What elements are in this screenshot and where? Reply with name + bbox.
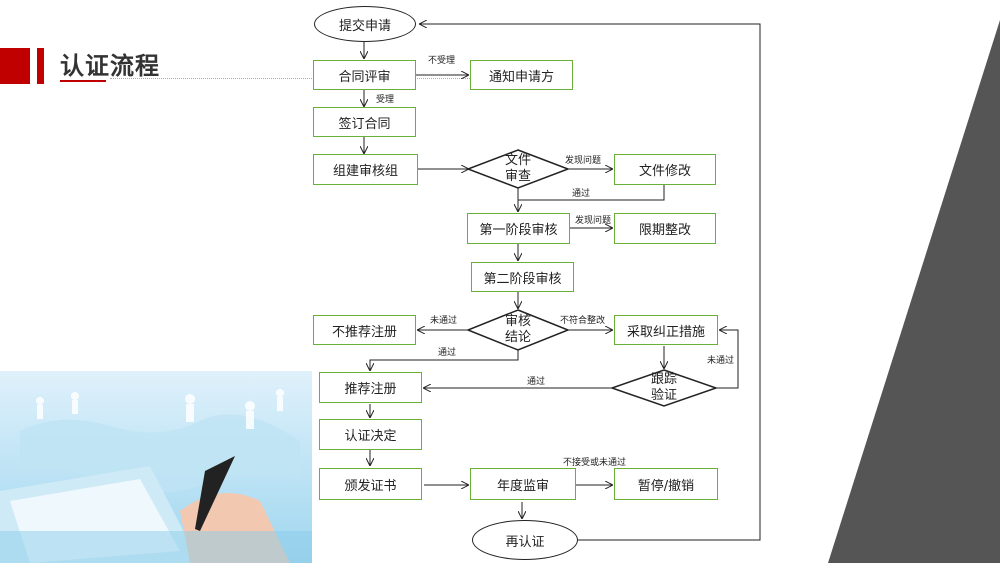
node-notify: 通知申请方	[470, 60, 573, 90]
node-contract-review: 合同评审	[313, 60, 416, 90]
label-pass-1: 通过	[572, 189, 591, 199]
node-annual: 年度监审	[470, 468, 576, 500]
title-accent-bar-small	[37, 48, 44, 84]
label-not-accept-or-pass: 不接受或未通过	[563, 458, 627, 468]
page-title: 认证流程	[60, 52, 160, 80]
label-accepted: 受理	[376, 95, 395, 105]
label-not-pass-2: 未通过	[707, 356, 735, 366]
node-doc-modify: 文件修改	[614, 154, 716, 185]
node-corrective: 采取纠正措施	[614, 315, 718, 345]
node-form-team: 组建审核组	[313, 154, 418, 185]
conclusion-diamond	[465, 309, 571, 351]
label-found-issue-2: 发现问题	[575, 216, 612, 226]
node-submit: 提交申请	[314, 6, 416, 42]
node-not-recommend: 不推荐注册	[313, 315, 416, 345]
title-underline	[60, 80, 106, 82]
title-accent-bar	[0, 48, 30, 84]
node-sign: 签订合同	[313, 107, 416, 137]
track-verify-diamond	[609, 369, 719, 407]
node-cert-decision: 认证决定	[319, 419, 422, 450]
node-conclusion: 审核 结论	[504, 314, 531, 345]
title-divider	[110, 78, 470, 79]
node-stage1: 第一阶段审核	[467, 213, 570, 244]
node-stage2: 第二阶段审核	[471, 262, 574, 292]
label-pass-3: 通过	[527, 377, 546, 387]
node-deadline-fix: 限期整改	[614, 213, 716, 244]
node-recert: 再认证	[472, 520, 578, 560]
node-doc-review: 文件 审查	[504, 153, 531, 184]
doc-review-diamond	[465, 149, 571, 189]
node-issue-cert: 颁发证书	[319, 468, 422, 500]
node-track-verify: 跟踪 验证	[650, 372, 677, 403]
business-photo	[0, 371, 312, 563]
label-nonconform: 不符合整改	[560, 316, 606, 326]
label-not-pass-1: 未通过	[430, 316, 458, 326]
label-not-accepted: 不受理	[428, 56, 456, 66]
node-suspend: 暂停/撤销	[614, 468, 718, 500]
label-pass-2: 通过	[438, 348, 457, 358]
node-recommend: 推荐注册	[319, 372, 422, 403]
label-found-issue-1: 发现问题	[565, 156, 602, 166]
